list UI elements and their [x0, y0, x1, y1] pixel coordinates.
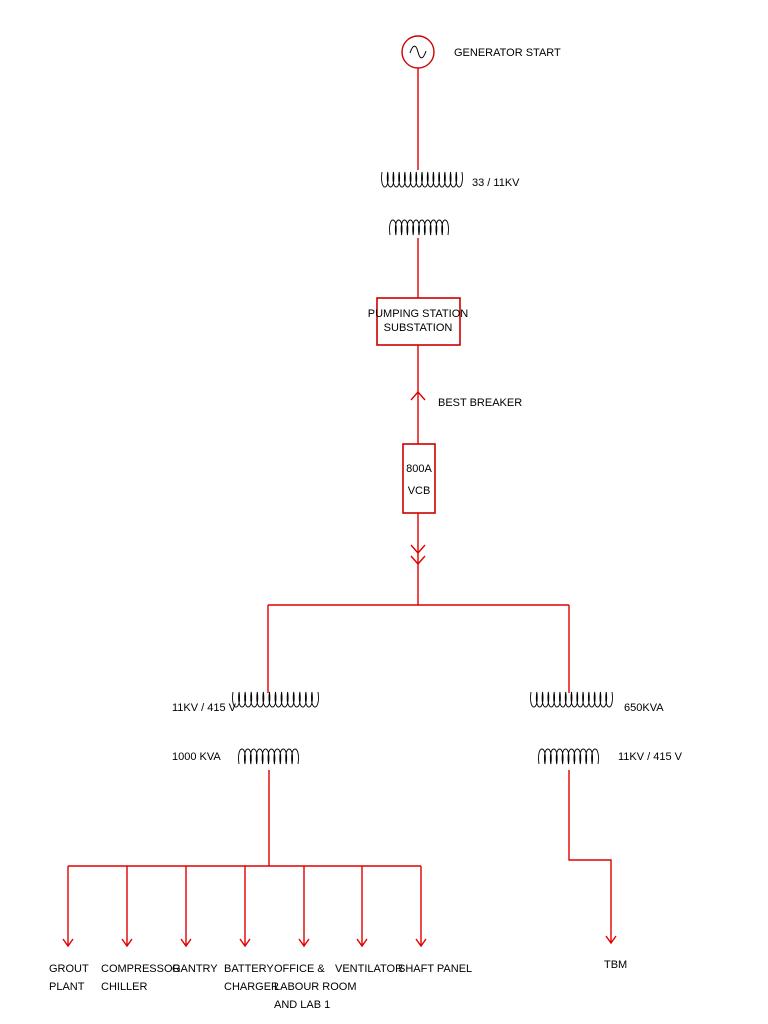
substation-label-1: PUMPING STATION	[368, 308, 468, 320]
load-label: OFFICE &	[274, 963, 325, 975]
right-transformer-ratio: 11KV / 415 V	[618, 751, 683, 763]
transformer-primary-coil	[232, 691, 319, 708]
load-label: CHARGER	[224, 981, 279, 993]
vcb-label-2: VCB	[408, 485, 431, 497]
load-label: AND LAB 1	[274, 999, 330, 1011]
load-label: COMPRESSOR	[101, 963, 181, 975]
load-label: VENTILATOR	[335, 963, 403, 975]
load-arrow-icon	[415, 938, 427, 948]
vcb-box	[402, 443, 436, 514]
sine-wave-icon	[409, 45, 427, 59]
coil-winding	[389, 219, 449, 236]
left-transformer-ratio: 11KV / 415 V	[172, 702, 237, 714]
coil-winding	[530, 691, 613, 708]
load-arrow-icon	[239, 938, 251, 948]
coil-winding	[381, 171, 463, 188]
transformer-primary-coil	[530, 691, 613, 708]
load-label: PLANT	[49, 981, 85, 993]
load-label: LABOUR ROOM	[274, 981, 357, 993]
load-label: GROUT	[49, 963, 89, 975]
coil-winding	[232, 691, 319, 708]
main-transformer-label: 33 / 11KV	[472, 177, 520, 189]
tbm-arrow-icon	[605, 935, 617, 945]
tbm-label: TBM	[604, 959, 627, 971]
load-label: CHILLER	[101, 981, 148, 993]
substation-label-2: SUBSTATION	[384, 322, 453, 334]
transformer-primary-coil	[381, 171, 463, 188]
load-drops	[62, 866, 427, 948]
load-label: GANTRY	[172, 963, 218, 975]
generator-label: GENERATOR START	[454, 47, 561, 59]
load-labels: GROUT PLANT COMPRESSOR CHILLER GANTRY BATTERY…	[49, 963, 472, 1011]
breaker-arrow-down-icon	[410, 555, 426, 566]
coil-winding	[538, 748, 599, 765]
right-transformer-rating: 650KVA	[624, 702, 664, 714]
breaker-note: BEST BREAKER	[438, 397, 522, 409]
load-label: SHAFT PANEL	[398, 963, 472, 975]
breaker-arrow-down-icon	[410, 544, 426, 555]
load-label: BATTERY	[224, 963, 274, 975]
load-arrow-icon	[121, 938, 133, 948]
tbm-feed-wire	[568, 770, 612, 942]
transformer-secondary-coil	[389, 219, 449, 236]
load-arrow-icon	[62, 938, 74, 948]
load-arrow-icon	[180, 938, 192, 948]
load-arrow-icon	[356, 938, 368, 948]
coil-winding	[238, 748, 299, 765]
vcb-label-1: 800A	[406, 463, 432, 475]
transformer-secondary-coil	[238, 748, 299, 765]
load-arrow-icon	[298, 938, 310, 948]
left-transformer-rating: 1000 KVA	[172, 751, 221, 763]
transformer-secondary-coil	[538, 748, 599, 765]
